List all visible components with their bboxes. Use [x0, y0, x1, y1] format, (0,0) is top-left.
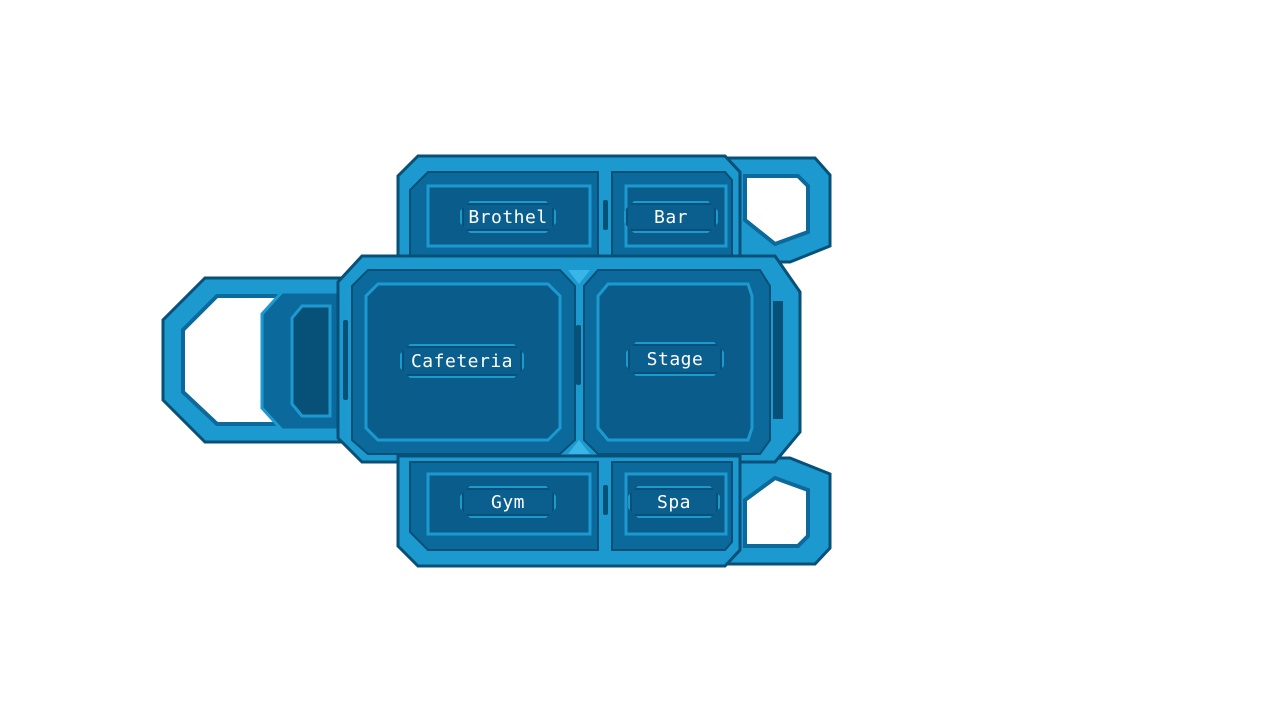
room-stage-button[interactable]: Stage [626, 342, 724, 376]
room-gym-button[interactable]: Gym [460, 486, 556, 518]
room-cafeteria-button[interactable]: Cafeteria [400, 344, 524, 378]
left-engine [161, 276, 347, 444]
right-top-engine [723, 156, 832, 264]
right-bottom-engine [723, 456, 832, 566]
room-bar-button[interactable]: Bar [624, 201, 718, 233]
room-brothel-button[interactable]: Brothel [460, 201, 556, 233]
room-spa-button[interactable]: Spa [628, 486, 720, 518]
